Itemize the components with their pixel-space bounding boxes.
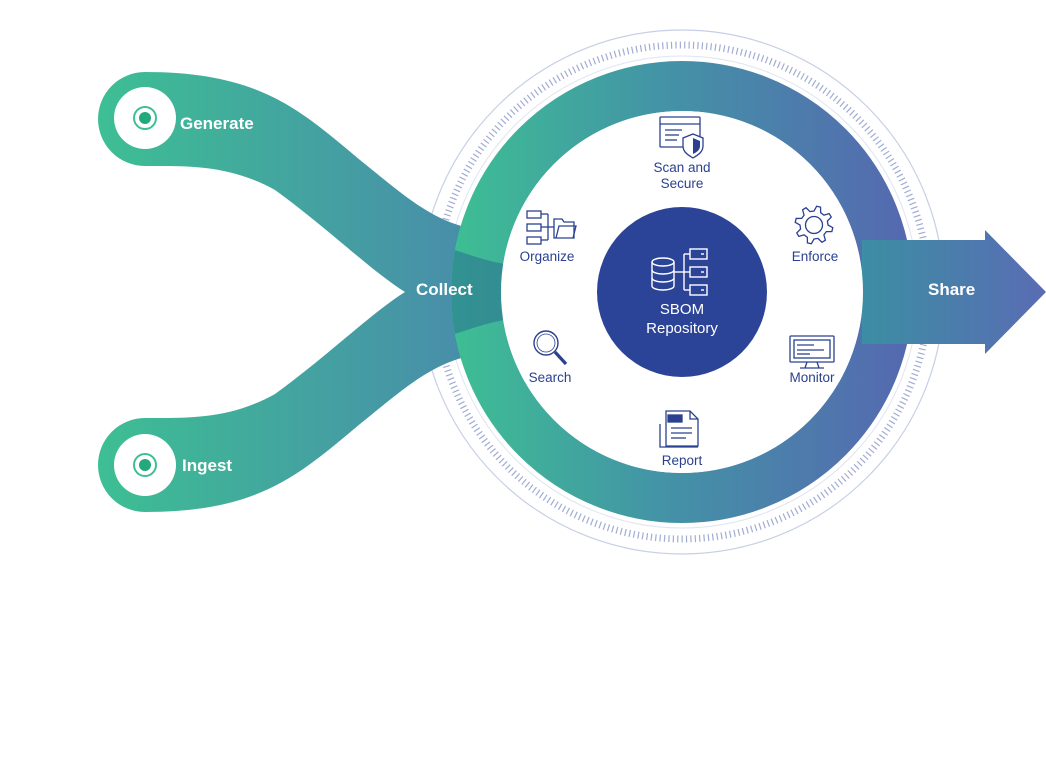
gear-teeth (794, 205, 834, 245)
monitor-label: Monitor (789, 370, 835, 385)
sbom-repository-label: SBOM Repository (612, 300, 752, 338)
organize-icon (526, 210, 577, 245)
search-label: Search (528, 370, 572, 385)
ingest-arm (98, 292, 500, 512)
monitor-icon (789, 335, 835, 369)
search-icon (533, 330, 568, 366)
database-icon (651, 248, 708, 296)
sbom-repository-disk (597, 207, 767, 377)
enforce-label: Enforce (791, 249, 839, 264)
sbom-label: SBOM (659, 301, 705, 318)
share-arrow (862, 230, 1046, 354)
ingest-label: Ingest (182, 456, 233, 475)
browser-shield-icon (659, 116, 704, 159)
report-label: Report (661, 453, 703, 468)
scan-label-line1: Scan and (653, 160, 711, 175)
gear-icon (794, 205, 834, 245)
collect-band (451, 250, 505, 334)
generate-arm (98, 72, 500, 292)
generate-node (114, 87, 176, 149)
scan-and-secure-label: Scan and Secure (632, 160, 732, 192)
repository-label: Repository (646, 320, 718, 337)
scan-label-line2: Secure (660, 176, 704, 191)
collect-label: Collect (416, 280, 473, 299)
organize-label: Organize (519, 249, 575, 264)
share-label: Share (928, 280, 976, 299)
ingest-node (114, 434, 176, 496)
report-icon (659, 410, 699, 448)
generate-label: Generate (180, 114, 254, 133)
